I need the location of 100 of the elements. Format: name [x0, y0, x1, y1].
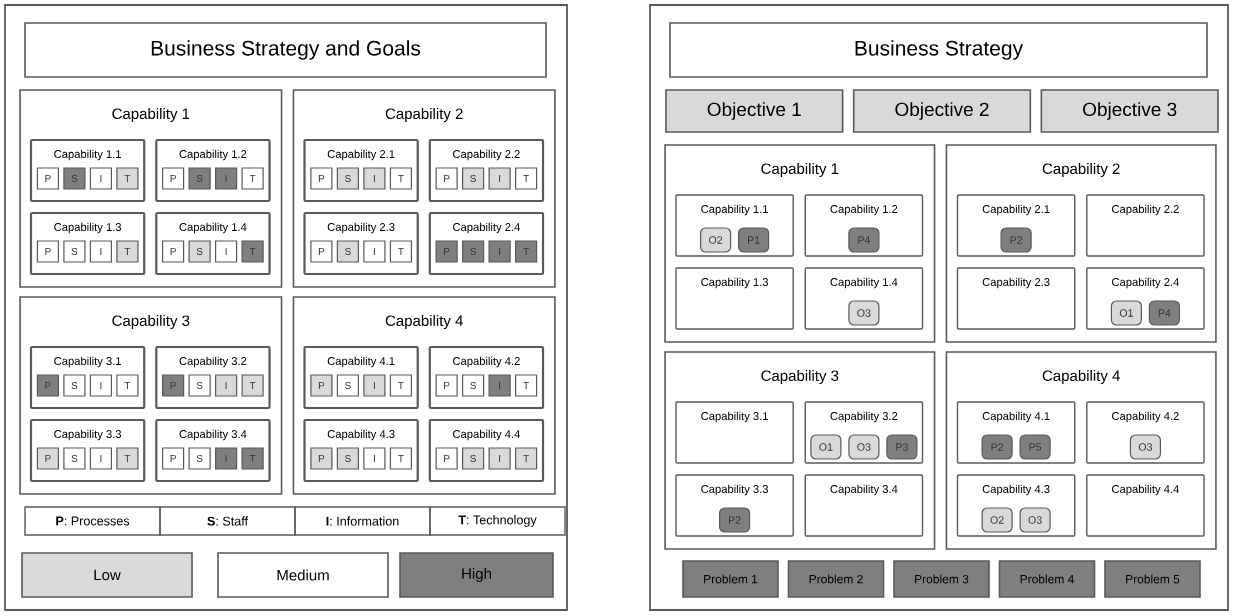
letter-box: T	[389, 240, 412, 263]
letter-box: P	[162, 447, 185, 470]
letter-box: S	[462, 447, 485, 470]
letter-box: S	[336, 167, 359, 190]
problem-box: Problem 2	[787, 560, 885, 598]
sub-capability-box: Capability 2.3	[956, 267, 1076, 330]
tag-chip: O3	[1129, 434, 1161, 460]
letter-box: T	[116, 167, 139, 190]
title-box: Business Strategy	[669, 22, 1208, 78]
letter-box: I	[363, 374, 386, 397]
letter-box: S	[336, 240, 359, 263]
problem-box: Problem 3	[893, 560, 990, 598]
panel-frame	[4, 4, 568, 611]
letter-box: S	[63, 374, 86, 397]
letter-box: S	[188, 167, 211, 190]
letter-box: T	[389, 447, 412, 470]
tag-chip: O1	[1110, 300, 1142, 326]
letter-box: P	[435, 374, 458, 397]
tag-chip: P4	[848, 227, 880, 253]
tag-chip: O3	[848, 434, 880, 460]
letter-box: T	[241, 167, 264, 190]
key-cell: S: Staff	[159, 506, 296, 536]
letter-box: I	[363, 447, 386, 470]
letter-box: I	[363, 167, 386, 190]
tag-chip: O2	[981, 507, 1013, 533]
objective-box: Objective 3	[1040, 89, 1219, 133]
letter-box: S	[63, 447, 86, 470]
sub-capability-box: Capability 3.4	[804, 474, 924, 537]
letter-box: T	[515, 374, 538, 397]
tag-chip: O3	[848, 300, 880, 326]
tag-chip: P2	[981, 434, 1013, 460]
title-box: Business Strategy and Goals	[24, 22, 547, 78]
tag-chip: P2	[1000, 227, 1032, 253]
letter-box: S	[188, 240, 211, 263]
objective-box: Objective 1	[665, 89, 844, 133]
letter-box: I	[215, 374, 238, 397]
problem-box: Problem 5	[1104, 560, 1201, 598]
sub-capability-box: Capability 2.2	[1086, 194, 1205, 257]
letter-box: P	[162, 167, 185, 190]
letter-box: P	[36, 374, 59, 397]
tag-chip: P4	[1148, 300, 1180, 326]
objective-box: Objective 2	[852, 89, 1032, 133]
letter-box: I	[89, 374, 112, 397]
letter-box: P	[435, 167, 458, 190]
letter-box: T	[241, 374, 264, 397]
letter-box: I	[488, 447, 511, 470]
sub-capability-box: Capability 4.4	[1086, 474, 1205, 537]
letter-box: I	[488, 167, 511, 190]
tag-chip: P2	[719, 507, 751, 533]
key-cell: I: Information	[294, 506, 431, 536]
letter-box: P	[36, 240, 59, 263]
letter-box: T	[241, 240, 264, 263]
letter-box: S	[336, 374, 359, 397]
letter-box: P	[36, 167, 59, 190]
letter-box: I	[215, 240, 238, 263]
letter-box: P	[310, 374, 333, 397]
letter-box: T	[389, 167, 412, 190]
letter-box: S	[462, 374, 485, 397]
problem-box: Problem 1	[682, 560, 779, 598]
letter-box: S	[462, 240, 485, 263]
letter-box: I	[89, 240, 112, 263]
tag-chip: P1	[738, 227, 770, 253]
panel-frame	[649, 4, 1229, 611]
letter-box: I	[89, 447, 112, 470]
letter-box: T	[116, 374, 139, 397]
letter-box: I	[89, 167, 112, 190]
tag-chip: O1	[810, 434, 842, 460]
key-cell: P: Processes	[24, 506, 161, 536]
letter-box: I	[488, 240, 511, 263]
letter-box: S	[336, 447, 359, 470]
problem-box: Problem 4	[998, 560, 1096, 598]
letter-box: T	[515, 167, 538, 190]
letter-box: T	[241, 447, 264, 470]
letter-box: T	[515, 447, 538, 470]
letter-box: T	[116, 240, 139, 263]
letter-box: S	[63, 240, 86, 263]
letter-box: S	[462, 167, 485, 190]
tag-chip: P3	[886, 434, 918, 460]
letter-box: S	[188, 447, 211, 470]
letter-box: T	[389, 374, 412, 397]
letter-box: T	[515, 240, 538, 263]
letter-box: I	[488, 374, 511, 397]
tag-chip: O3	[1019, 507, 1051, 533]
letter-box: P	[162, 374, 185, 397]
letter-box: P	[310, 240, 333, 263]
letter-box: P	[310, 167, 333, 190]
letter-box: P	[435, 447, 458, 470]
letter-box: P	[36, 447, 59, 470]
letter-box: I	[363, 240, 386, 263]
sub-capability-box: Capability 1.3	[675, 267, 794, 330]
letter-box: P	[162, 240, 185, 263]
tag-chip: O2	[700, 227, 732, 253]
letter-box: P	[310, 447, 333, 470]
tag-chip: P5	[1019, 434, 1051, 460]
sub-capability-box: Capability 3.1	[675, 401, 794, 464]
letter-box: S	[63, 167, 86, 190]
key-cell: T: Technology	[429, 506, 566, 536]
letter-box: P	[435, 240, 458, 263]
letter-box: T	[116, 447, 139, 470]
letter-box: S	[188, 374, 211, 397]
